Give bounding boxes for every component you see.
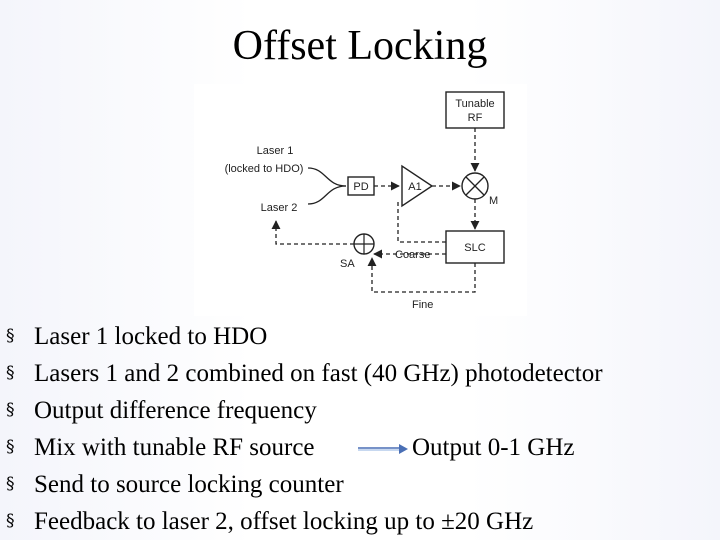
bullet-item: § Send to source locking counter: [0, 466, 720, 503]
laser1-label-2: (locked to HDO): [225, 163, 304, 175]
laser1-label-1: Laser 1: [257, 145, 294, 157]
bullet-item: § Output difference frequency: [0, 392, 720, 429]
bullet-text: Mix with tunable RF source: [34, 434, 315, 461]
bullet-marker: §: [6, 400, 15, 420]
sa-to-laser2-line: [271, 220, 354, 245]
bullet-marker: §: [6, 326, 15, 346]
bullet-text: Lasers 1 and 2 combined on fast (40 GHz)…: [34, 360, 603, 387]
bullet-suffix-text: Output 0-1 GHz: [412, 434, 575, 461]
coarse-label: Coarse: [395, 249, 430, 261]
offset-locking-diagram: Tunable RF Laser 1 (locked to HDO) Laser…: [194, 84, 527, 316]
bullet-item: § Mix with tunable RF source Output 0-1 …: [0, 429, 720, 466]
right-arrow-icon: [358, 444, 408, 454]
laser2-curve: [307, 185, 347, 205]
a1-label: A1: [408, 181, 421, 193]
block-diagram-svg: Tunable RF Laser 1 (locked to HDO) Laser…: [225, 91, 505, 311]
slc-label: SLC: [464, 242, 485, 254]
bullet-text: Send to source locking counter: [34, 471, 344, 498]
bullet-item: § Laser 1 locked to HDO: [0, 318, 720, 355]
fine-path: [367, 257, 476, 293]
bullet-marker: §: [6, 511, 15, 531]
bullet-text: Laser 1 locked to HDO: [34, 323, 268, 350]
bullet-item: § Feedback to laser 2, offset locking up…: [0, 503, 720, 540]
tunable-rf-label-1: Tunable: [455, 98, 494, 110]
bullet-marker: §: [6, 474, 15, 494]
bullet-marker: §: [6, 363, 15, 383]
laser1-curve: [307, 167, 347, 187]
sa-label: SA: [340, 258, 355, 270]
laser2-label: Laser 2: [261, 202, 298, 214]
tunable-rf-label-2: RF: [468, 112, 483, 124]
bullet-item: § Lasers 1 and 2 combined on fast (40 GH…: [0, 355, 720, 392]
mixer-label: M: [489, 195, 498, 207]
coarse-path-upper: [397, 199, 446, 243]
slide-title: Offset Locking: [232, 23, 488, 69]
bullet-marker: §: [6, 437, 15, 457]
fine-label: Fine: [412, 299, 433, 311]
amplifier-a1: [401, 164, 434, 208]
bullet-text: Feedback to laser 2, offset locking up t…: [34, 508, 534, 535]
bullet-text: Output difference frequency: [34, 397, 317, 424]
slc-box: [445, 230, 505, 264]
tunable-rf-box: [445, 91, 505, 129]
bullet-list: § Laser 1 locked to HDO § Lasers 1 and 2…: [0, 318, 720, 540]
pd-label: PD: [353, 181, 368, 193]
